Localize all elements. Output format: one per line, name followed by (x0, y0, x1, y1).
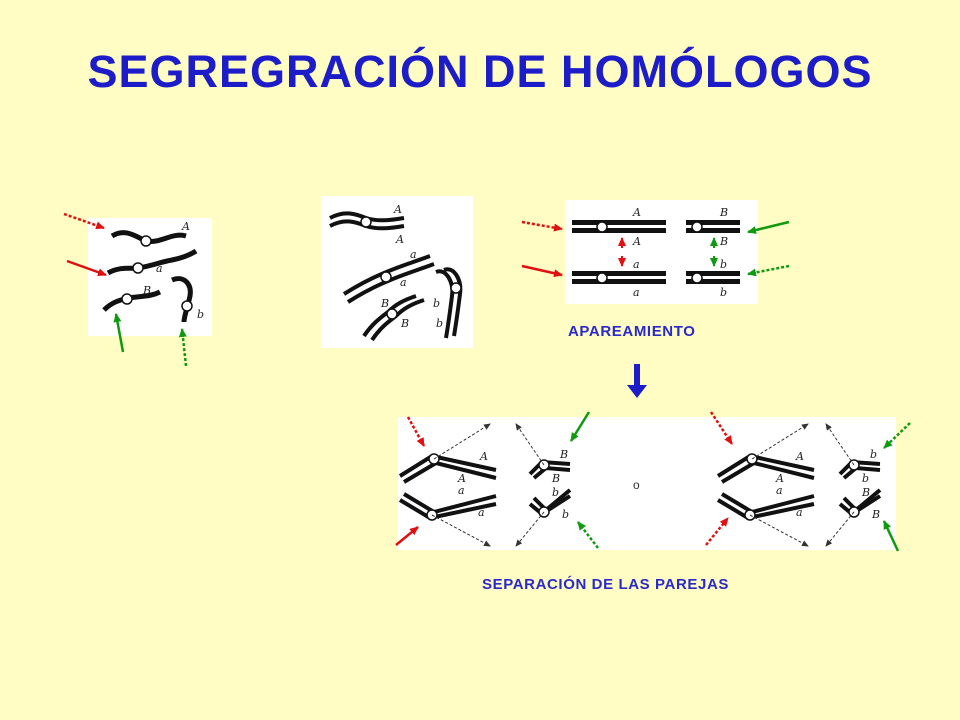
green-solid-arrow (113, 313, 125, 353)
allele-label: A (795, 450, 804, 463)
page-title: SEGREGRACIÓN DE HOMÓLOGOS (87, 46, 873, 97)
panel-separation (398, 417, 896, 550)
centromere-icon (596, 272, 608, 284)
separator-or: o (633, 478, 640, 492)
panel1-arrows (63, 212, 188, 367)
allele-label: a (633, 258, 640, 271)
allele-label: A (395, 233, 404, 246)
allele-label: B (871, 508, 880, 521)
chromosome-b (171, 276, 193, 323)
green-solid-arrow (882, 520, 900, 552)
allele-label: a (156, 262, 163, 275)
panel2-labels: A A a a B B b b (380, 203, 443, 330)
centromere-icon (848, 506, 860, 518)
centromere-icon (450, 282, 462, 294)
centromere-icon (140, 235, 152, 247)
caption-pairing: APAREAMIENTO (568, 323, 696, 340)
down-arrow-icon (627, 364, 647, 398)
red-dotted-arrow (406, 416, 426, 447)
red-dotted-arrow (521, 220, 563, 232)
allele-label: b (720, 286, 727, 299)
allele-label: b (433, 297, 440, 310)
panel1-chromosomes: A a B b (102, 220, 204, 323)
panel-paired-chromosomes (565, 200, 758, 304)
centromere-icon (380, 271, 392, 283)
allele-label: B (142, 284, 151, 297)
allele-label: B (551, 472, 560, 485)
pairing-arrows (618, 237, 718, 267)
red-dotted-arrow (705, 517, 729, 546)
chromosome-a (106, 248, 198, 276)
separation-left: A A a a B B b b (398, 423, 572, 547)
allele-label: a (796, 506, 803, 519)
green-dotted-arrow (747, 264, 790, 277)
red-solid-arrow (521, 264, 563, 278)
allele-label: b (720, 258, 727, 271)
green-dotted-arrow (577, 521, 599, 549)
allele-label: A (632, 235, 641, 248)
centromere-icon (121, 293, 133, 305)
red-dotted-arrow (709, 411, 734, 445)
centromere-icon (360, 216, 372, 228)
allele-label: A (457, 472, 466, 485)
allele-label: a (410, 248, 417, 261)
allele-label: a (633, 286, 640, 299)
allele-label: a (478, 506, 485, 519)
red-solid-arrow (395, 526, 419, 546)
allele-label: B (400, 317, 409, 330)
caption-separation: SEPARACIÓN DE LAS PAREJAS (482, 576, 729, 593)
green-solid-arrow (747, 220, 790, 234)
allele-label: b (436, 317, 443, 330)
green-dotted-arrow (883, 422, 911, 449)
allele-label: b (552, 486, 559, 499)
panel3-chromosomes (572, 220, 740, 284)
allele-label: A (632, 206, 641, 219)
centromere-icon (596, 221, 608, 233)
allele-label: a (400, 276, 407, 289)
allele-label: B (380, 297, 389, 310)
green-solid-arrow (569, 411, 591, 442)
panel3-centromeres (596, 221, 703, 284)
allele-label: A (479, 450, 488, 463)
panel2-centromeres (360, 216, 462, 320)
allele-label: a (776, 484, 783, 497)
allele-label: b (562, 508, 569, 521)
allele-label: B (559, 448, 568, 461)
allele-label: A (775, 472, 784, 485)
centromere-icon (181, 300, 193, 312)
allele-label: a (458, 484, 465, 497)
allele-label: A (181, 220, 190, 233)
allele-label: B (719, 235, 728, 248)
allele-label: b (862, 472, 869, 485)
allele-label: b (197, 308, 204, 321)
red-solid-arrow (66, 259, 107, 277)
panel4-arrows (395, 411, 911, 552)
allele-label: A (393, 203, 402, 216)
green-dotted-arrow (178, 328, 188, 367)
centromere-icon (691, 272, 703, 284)
centromere-icon (691, 221, 703, 233)
allele-label: B (719, 206, 728, 219)
red-dotted-arrow (63, 212, 105, 230)
centromere-icon (132, 262, 144, 274)
panel3-labels: A A a a B B b b (632, 206, 728, 299)
panel3-arrows (521, 220, 790, 278)
allele-label: b (870, 448, 877, 461)
centromere-icon (538, 506, 550, 518)
separation-right: A A a a b b B B (716, 423, 882, 547)
centromere-icon (386, 308, 398, 320)
allele-label: B (861, 486, 870, 499)
